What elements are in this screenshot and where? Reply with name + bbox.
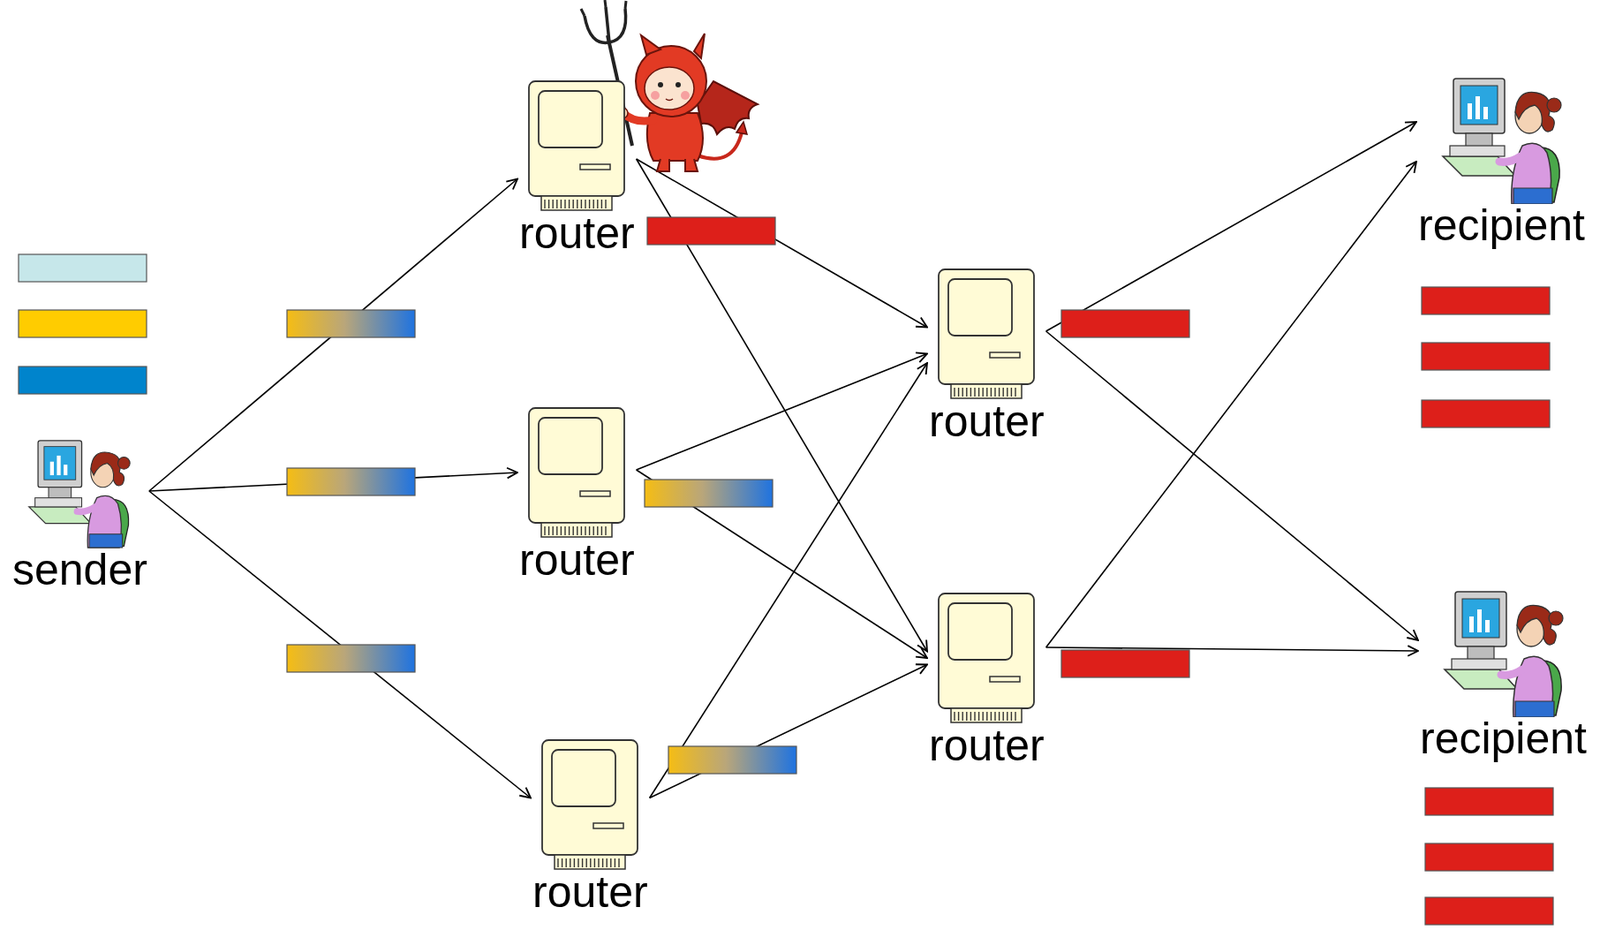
node-label: router — [928, 722, 1045, 769]
corrupt-packet — [647, 217, 776, 245]
arrow-connector — [149, 490, 531, 799]
corrupt-packet — [1061, 649, 1190, 678]
packet-bar — [18, 254, 147, 282]
corrupt-packet — [1425, 897, 1554, 925]
node-label: recipient — [1418, 202, 1585, 249]
router-node: router — [928, 267, 1045, 445]
router-node: router — [519, 79, 635, 257]
corrupt-packet — [1425, 843, 1554, 871]
arrow-connector — [649, 664, 928, 799]
arrow-connector — [636, 469, 928, 658]
node-label: recipient — [1419, 715, 1587, 762]
arrow-connector — [1046, 121, 1417, 332]
arrow-connector — [149, 179, 518, 492]
router-node: router — [519, 406, 635, 583]
mixed-packet — [286, 309, 416, 338]
router-icon — [525, 406, 628, 539]
router-icon — [525, 79, 628, 212]
router-icon — [538, 738, 642, 871]
corrupt-packet — [1061, 309, 1190, 338]
recipient-node: recipient — [1419, 584, 1587, 762]
corrupt-packet — [1421, 286, 1550, 315]
router-icon — [935, 591, 1038, 725]
router-node: router — [928, 591, 1045, 769]
node-label: router — [928, 398, 1045, 445]
router-node: router — [532, 738, 649, 915]
node-label: router — [532, 868, 649, 915]
person-at-computer-icon — [22, 433, 136, 549]
packet-bar — [18, 366, 147, 394]
corrupt-packet — [1425, 787, 1554, 816]
arrow-connector — [636, 354, 928, 471]
person-at-computer-icon — [1435, 71, 1569, 204]
recipient-node: recipient — [1418, 71, 1585, 249]
mixed-packet — [644, 479, 773, 507]
arrow-connector — [649, 362, 928, 799]
sender-node: sender — [12, 433, 148, 593]
mixed-packet — [286, 644, 416, 672]
node-label: router — [519, 210, 635, 257]
corrupt-packet — [1421, 400, 1550, 428]
mixed-packet — [286, 467, 416, 496]
arrow-connector — [636, 158, 928, 328]
arrow-connector — [636, 158, 928, 652]
person-at-computer-icon — [1437, 584, 1570, 717]
mixed-packet — [668, 746, 797, 774]
arrow-connector — [1046, 161, 1417, 648]
corrupt-packet — [1421, 342, 1550, 370]
router-icon — [935, 267, 1038, 400]
node-label: sender — [12, 546, 148, 593]
arrow-connector — [1046, 331, 1419, 641]
node-label: router — [519, 536, 635, 583]
packet-bar — [18, 309, 147, 338]
